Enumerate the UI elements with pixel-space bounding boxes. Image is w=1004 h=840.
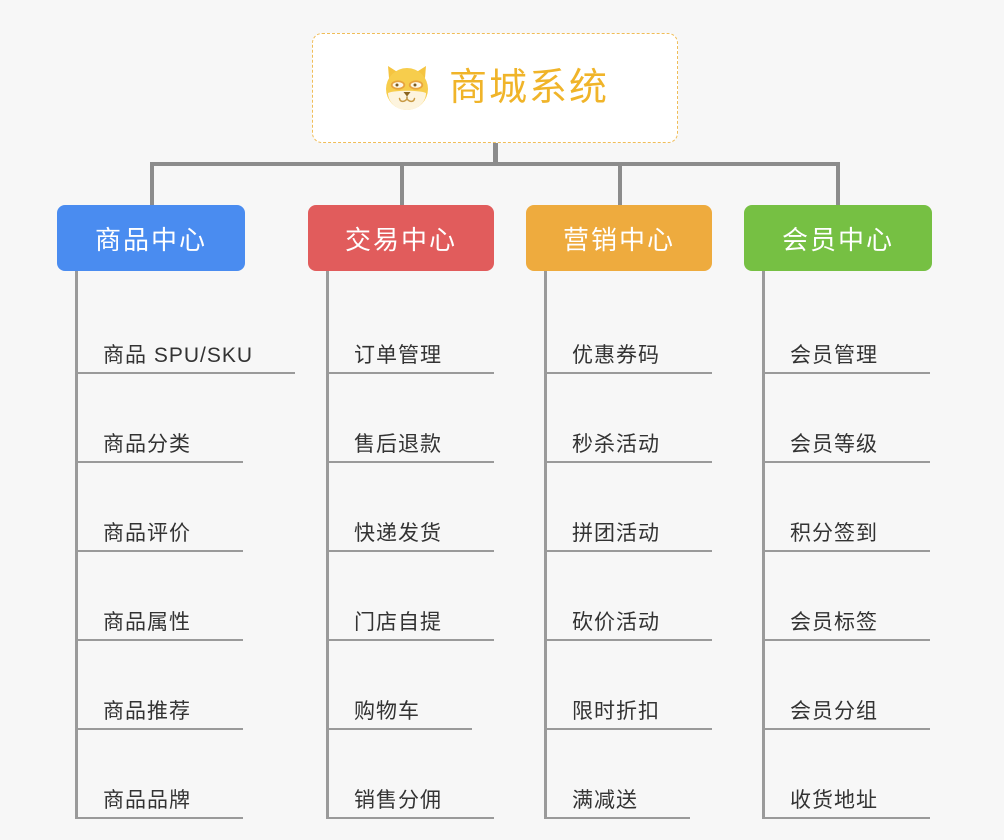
connector-drop-column-1 <box>150 162 154 206</box>
list-item-label: 商品分类 <box>103 432 191 456</box>
list-item[interactable]: 限时折扣 <box>544 641 712 730</box>
branch-column-member-center: 会员中心 会员管理 会员等级 积分签到 会员标签 会员分组 收货地址 <box>744 205 932 819</box>
list-item-label: 限时折扣 <box>572 699 660 723</box>
list-item-label: 优惠券码 <box>572 343 660 367</box>
list-item[interactable]: 会员等级 <box>762 374 930 463</box>
list-item[interactable]: 收货地址 <box>762 730 930 819</box>
list-item[interactable]: 积分签到 <box>762 463 930 552</box>
connector-drop-column-2 <box>400 162 404 206</box>
list-item[interactable]: 商品 SPU/SKU <box>75 285 295 374</box>
connector-root-stem <box>493 143 498 165</box>
branch-header-marketing-center[interactable]: 营销中心 <box>526 205 712 271</box>
list-item-label: 商品品牌 <box>103 788 191 812</box>
list-item[interactable]: 商品评价 <box>75 463 243 552</box>
branch-header-trade-center[interactable]: 交易中心 <box>308 205 494 271</box>
branch-header-label: 交易中心 <box>344 224 457 255</box>
list-item[interactable]: 销售分佣 <box>326 730 494 819</box>
list-item-label: 购物车 <box>354 699 420 723</box>
branch-column-product-center: 商品中心 商品 SPU/SKU 商品分类 商品评价 商品属性 商品推荐 商品品牌 <box>57 205 295 819</box>
list-item[interactable]: 会员分组 <box>762 641 930 730</box>
connector-drop-column-4 <box>836 162 840 206</box>
connector-drop-column-3 <box>618 162 622 206</box>
list-item-label: 门店自提 <box>354 610 442 634</box>
branch-column-trade-center: 交易中心 订单管理 售后退款 快递发货 门店自提 购物车 销售分佣 <box>308 205 494 819</box>
branch-column-marketing-center: 营销中心 优惠券码 秒杀活动 拼团活动 砍价活动 限时折扣 满减送 <box>526 205 712 819</box>
list-item-label: 售后退款 <box>354 432 442 456</box>
branch-items-trade-center: 订单管理 售后退款 快递发货 门店自提 购物车 销售分佣 <box>308 271 494 819</box>
branch-spine <box>762 271 765 818</box>
branch-header-member-center[interactable]: 会员中心 <box>744 205 932 271</box>
branch-spine <box>326 271 329 818</box>
list-item-label: 销售分佣 <box>354 788 442 812</box>
branch-items-product-center: 商品 SPU/SKU 商品分类 商品评价 商品属性 商品推荐 商品品牌 <box>57 271 295 819</box>
list-item-label: 订单管理 <box>354 343 442 367</box>
root-node-mall-system[interactable]: 商城系统 <box>312 33 678 143</box>
list-item[interactable]: 商品推荐 <box>75 641 243 730</box>
branch-header-label: 商品中心 <box>94 224 207 255</box>
list-item-label: 拼团活动 <box>572 521 660 545</box>
list-item[interactable]: 商品分类 <box>75 374 243 463</box>
list-item[interactable]: 商品属性 <box>75 552 243 641</box>
list-item-label: 商品 SPU/SKU <box>103 343 254 367</box>
list-item[interactable]: 会员管理 <box>762 285 930 374</box>
list-item[interactable]: 订单管理 <box>326 285 494 374</box>
list-item-label: 商品属性 <box>103 610 191 634</box>
list-item-label: 快递发货 <box>354 521 442 545</box>
list-item-label: 满减送 <box>572 788 638 812</box>
root-title: 商城系统 <box>448 67 609 109</box>
branch-header-product-center[interactable]: 商品中心 <box>57 205 245 271</box>
branch-items-marketing-center: 优惠券码 秒杀活动 拼团活动 砍价活动 限时折扣 满减送 <box>526 271 712 819</box>
list-item[interactable]: 砍价活动 <box>544 552 712 641</box>
branch-header-label: 会员中心 <box>781 224 894 255</box>
branch-items-member-center: 会员管理 会员等级 积分签到 会员标签 会员分组 收货地址 <box>744 271 932 819</box>
list-item-label: 会员标签 <box>790 610 878 634</box>
list-item[interactable]: 秒杀活动 <box>544 374 712 463</box>
list-item-label: 积分签到 <box>790 521 878 545</box>
list-item[interactable]: 优惠券码 <box>544 285 712 374</box>
list-item-label: 商品推荐 <box>103 699 191 723</box>
shiba-dog-icon <box>381 62 433 114</box>
list-item[interactable]: 会员标签 <box>762 552 930 641</box>
list-item[interactable]: 购物车 <box>326 641 472 730</box>
list-item-label: 砍价活动 <box>572 610 660 634</box>
list-item[interactable]: 门店自提 <box>326 552 494 641</box>
connector-horizontal-bus <box>150 162 840 166</box>
list-item[interactable]: 满减送 <box>544 730 690 819</box>
branch-spine <box>75 271 78 818</box>
list-item[interactable]: 商品品牌 <box>75 730 243 819</box>
list-item-label: 收货地址 <box>790 788 878 812</box>
list-item[interactable]: 拼团活动 <box>544 463 712 552</box>
list-item-label: 会员等级 <box>790 432 878 456</box>
list-item-label: 会员分组 <box>790 699 878 723</box>
list-item-label: 会员管理 <box>790 343 878 367</box>
list-item-label: 秒杀活动 <box>572 432 660 456</box>
list-item-label: 商品评价 <box>103 521 191 545</box>
list-item[interactable]: 快递发货 <box>326 463 494 552</box>
branch-header-label: 营销中心 <box>562 224 675 255</box>
list-item[interactable]: 售后退款 <box>326 374 494 463</box>
branch-spine <box>544 271 547 818</box>
